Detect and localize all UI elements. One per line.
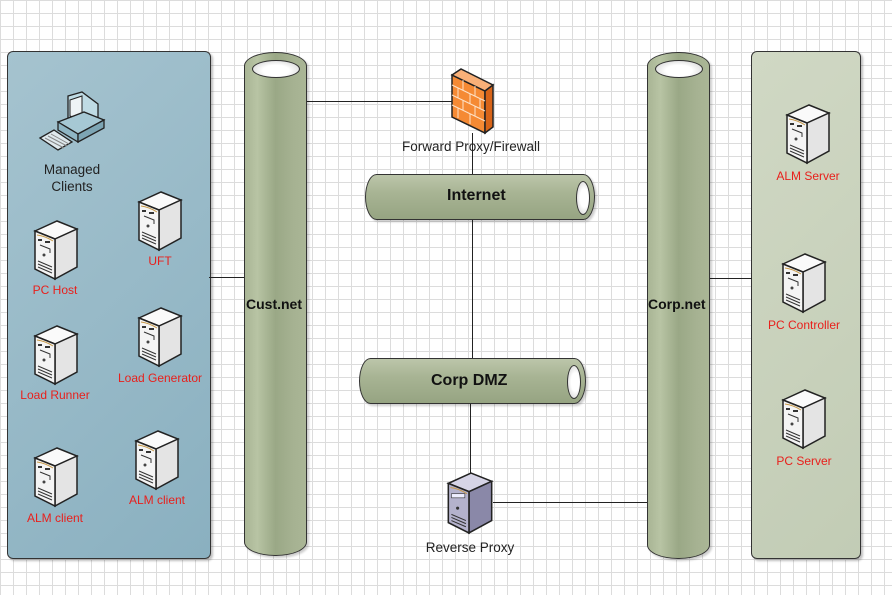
server-icon — [33, 219, 79, 281]
connector-dmz-reverse-proxy — [470, 403, 471, 475]
managed-clients-label: Managed Clients — [44, 161, 100, 195]
reverse-proxy-label: Reverse Proxy — [425, 540, 515, 555]
managed-clients-line1: Managed — [43, 162, 101, 177]
server-icon — [781, 252, 827, 314]
alm-client-2-label: ALM client — [128, 493, 186, 507]
corp-net-pipe: Corp.net — [647, 52, 710, 559]
server-icon — [785, 103, 831, 165]
load-generator-label: Load Generator — [117, 371, 203, 385]
load-runner-label: Load Runner — [20, 388, 90, 402]
alm-server-label: ALM Server — [776, 169, 840, 183]
connector-internet-dmz — [472, 219, 473, 359]
cust-net-label: Cust.net — [246, 296, 302, 312]
cust-net-pipe: Cust.net — [244, 52, 307, 556]
internet-label: Internet — [447, 187, 506, 204]
corp-dmz-pipe: Corp DMZ — [359, 358, 586, 404]
pc-controller-label: PC Controller — [767, 318, 841, 332]
server-icon — [446, 471, 494, 535]
connector-reverse-proxy-corp-net — [493, 502, 648, 503]
connector-left-zone-cust-net — [209, 277, 245, 278]
server-icon — [33, 324, 79, 386]
pc-host-label: PC Host — [32, 283, 78, 297]
connector-corp-net-right-zone — [708, 278, 752, 279]
pc-server-label: PC Server — [776, 454, 832, 468]
connector-cust-net-firewall — [306, 101, 452, 102]
server-icon — [781, 388, 827, 450]
server-icon — [137, 306, 183, 368]
uft-label: UFT — [148, 254, 172, 268]
pipe-opening — [576, 181, 590, 215]
pipe-opening — [567, 365, 581, 399]
pipe-opening — [252, 60, 300, 78]
corp-net-label: Corp.net — [648, 296, 706, 312]
workstation-icon — [38, 91, 106, 151]
forward-proxy-label: Forward Proxy/Firewall — [401, 139, 541, 154]
pipe-opening — [655, 60, 703, 78]
corp-dmz-label: Corp DMZ — [431, 372, 508, 389]
internet-pipe: Internet — [365, 174, 595, 220]
server-icon — [134, 429, 180, 491]
server-icon — [137, 190, 183, 252]
managed-clients-line2: Clients — [51, 179, 93, 194]
alm-client-1-label: ALM client — [26, 511, 84, 525]
connector-firewall-internet — [472, 133, 473, 175]
server-icon — [33, 446, 79, 508]
firewall-icon — [450, 68, 495, 135]
